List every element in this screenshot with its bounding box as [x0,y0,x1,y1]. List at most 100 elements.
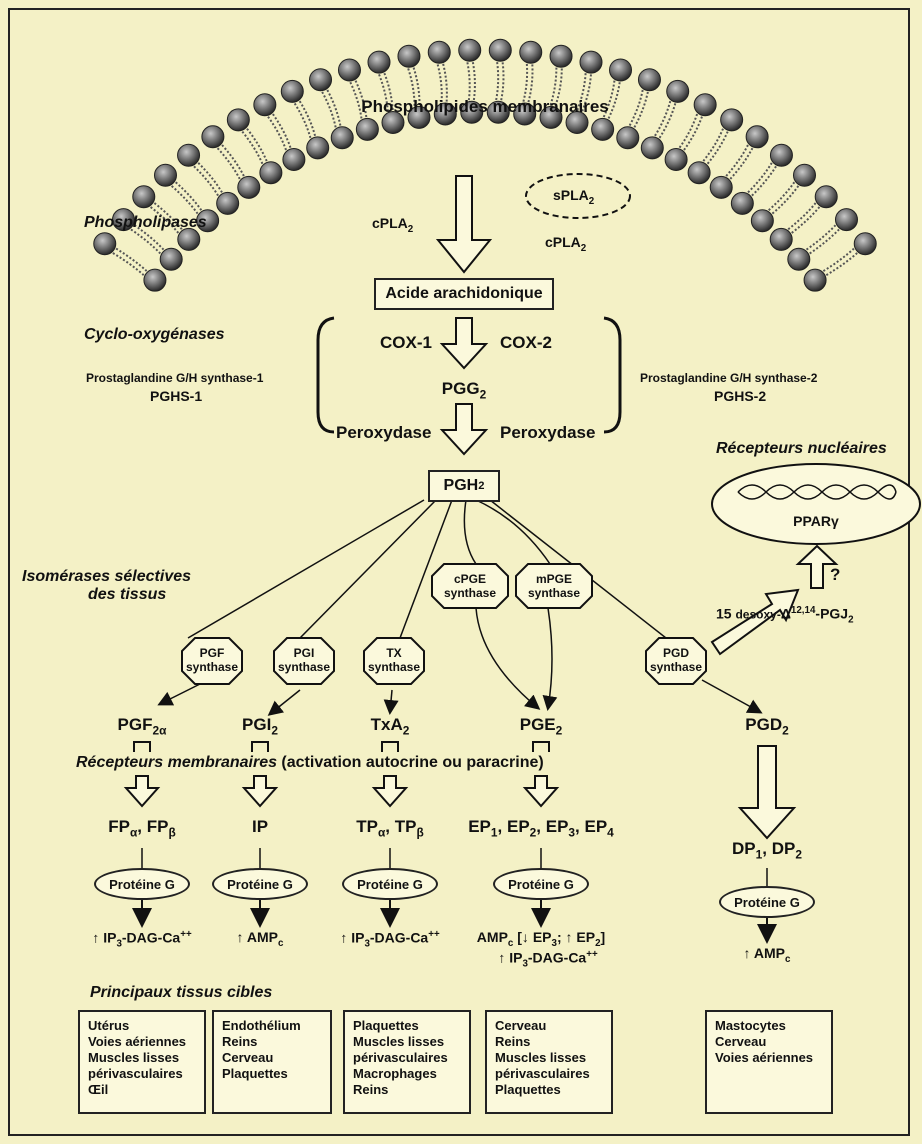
tissue-item: Cerveau [495,1018,547,1033]
effect-ep-line2: ↑ IP3-DAG-Ca++ [498,949,598,970]
lipid-head [237,175,261,199]
hollow-arrow-cox [439,317,489,370]
lipid-head [201,125,225,149]
spla2-label: sPLA2 [553,187,595,207]
tissue-item: Muscles lisses [353,1034,445,1049]
tissue-item: Plaquettes [495,1082,561,1097]
lipid-tail [825,252,858,277]
lipid-tail [130,228,162,255]
lipid-tail [133,224,165,251]
lipid-head [355,117,379,141]
right-bracket [603,316,622,434]
acide-arachidonique-box: Acide arachidonique [374,278,554,310]
tissue-item: périvasculaires [495,1066,590,1081]
effect-tp: ↑ IP3-DAG-Ca++ [340,929,440,950]
lipid-head [793,163,817,187]
tissue-item: Utérus [88,1018,130,1033]
hollow-arrow-tp [371,775,409,808]
lipid-tail [153,202,183,230]
hollow-arrow-ip [241,775,279,808]
lipid-head [177,143,201,167]
pgj2-label: 15 desoxy-Δ12,14-PGJ2 [716,605,854,626]
protein-g-ep: Protéine G [493,868,589,900]
lipid-head [787,247,811,271]
lipid-head [591,117,615,141]
dna-icon [737,484,897,500]
tissue-item: Voies aériennes [715,1050,814,1065]
lipid-tail [805,224,837,251]
cpla2-right: cPLA2 [545,234,587,254]
lipid-head [259,161,283,185]
cox2-label: COX-2 [500,333,552,352]
diagram-frame [8,8,910,1136]
lipid-head [196,209,220,233]
lipid-head [750,209,774,233]
dp-receptors: DP1, DP2 [732,839,802,862]
lipid-head [640,136,664,160]
protein-g-fp: Protéine G [94,868,190,900]
effect-ip: ↑ AMPc [236,929,284,949]
hollow-arrow-ep [522,775,560,808]
lipid-head [666,79,690,103]
peroxydase-right: Peroxydase [500,423,596,442]
hollow-arrow-ppar [795,544,839,589]
membrane-bilayer [93,38,877,292]
lipid-tail [822,247,855,272]
left-bracket [316,316,335,434]
tissue-item: Mastocytes [715,1018,786,1033]
pgg2-label: PGG2 [441,379,487,402]
hollow-arrow-fp [123,775,161,808]
lipid-head [143,268,167,292]
tissue-item: Plaquettes [353,1018,419,1033]
tissue-item: Reins [495,1034,531,1049]
membrane-receptors-label: Récepteurs membranaires (activation auto… [76,754,544,771]
lipid-tail [115,247,148,272]
lipid-head [513,102,537,126]
hollow-arrow-pgj [710,588,800,656]
pghs1-long: Prostaglandine G/H synthase-1 [86,371,264,385]
tissue-item: Muscles lisses [88,1050,180,1065]
tissue-item: Reins [222,1034,258,1049]
lipid-head [549,44,573,68]
nuclear-receptors-label: Récepteurs nucléaires [716,440,887,457]
lipid-head [687,161,711,185]
lipid-tail [791,206,821,234]
lipid-head [159,247,183,271]
tissue-box-pgf: Utérus Voies aériennes Muscles lisses pé… [78,1010,206,1114]
lipid-head [253,93,277,117]
hollow-arrow-dp [737,745,797,840]
txa2-label: TxA2 [370,715,410,738]
cpla2-left: cPLA2 [372,215,414,235]
tissue-item: Endothélium [222,1018,301,1033]
lipid-head [814,185,838,209]
hollow-arrow-perox [439,403,489,456]
lipid-tail [170,185,199,215]
lipid-head [565,111,589,135]
lipid-head [488,38,512,62]
lipid-head [427,40,451,64]
membrane-label: Phospholipides membranaires [361,97,609,116]
cyclooxygenases-label: Cyclo-oxygénases [84,326,225,343]
tp-receptors: TPα, TPβ [356,817,424,840]
protein-g-ip: Protéine G [212,868,308,900]
lipid-tail [809,228,840,255]
tissue-item: périvasculaires [353,1050,448,1065]
lipid-head [381,111,405,135]
lipid-head [330,126,354,150]
pgd2-label: PGD2 [745,715,789,738]
lipid-head [609,58,633,82]
lipid-head [397,44,421,68]
effect-ep-line1: AMPc [↓ EP3; ↑ EP2] [476,929,606,949]
lipid-head [720,108,744,132]
ppar-gamma-label: PPARγ [793,513,839,529]
pgi2-label: PGI2 [242,715,278,738]
lipid-tail [112,252,145,276]
lipid-tail [150,206,180,234]
